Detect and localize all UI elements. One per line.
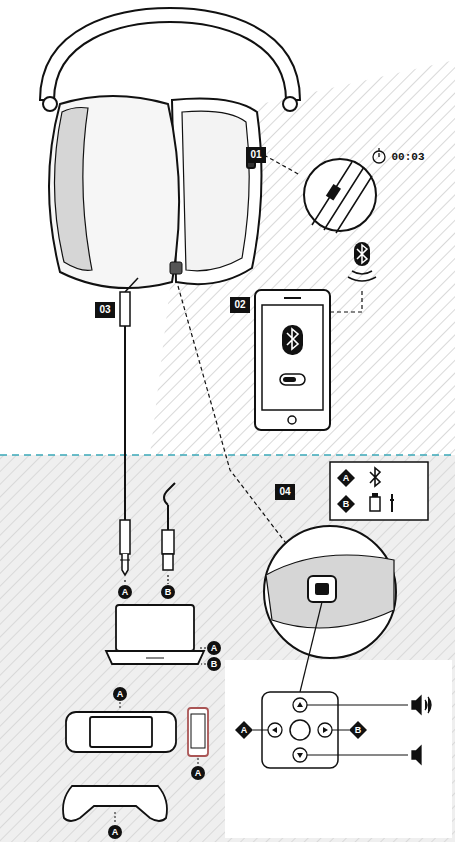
step-number: 01 xyxy=(250,150,261,160)
connector-marker-shape xyxy=(108,825,122,839)
phone-pairing xyxy=(255,290,330,430)
mode-marker: A xyxy=(241,726,248,735)
control-pad xyxy=(253,692,431,768)
usb-cable xyxy=(162,483,175,570)
mode-marker-shape xyxy=(337,495,355,513)
mode-legend-box xyxy=(330,462,428,520)
step-number: 02 xyxy=(234,300,245,310)
connector-marker-shape xyxy=(191,766,205,780)
control-panel xyxy=(225,660,452,838)
connector-marker: A xyxy=(195,769,202,778)
leader-line xyxy=(300,602,322,692)
switch-zoom xyxy=(304,159,376,233)
mode-marker-shape xyxy=(235,721,253,739)
hatch-ground xyxy=(150,60,455,455)
mode-marker-shape xyxy=(337,469,355,487)
step-number-shape xyxy=(230,297,250,313)
lower-hatch xyxy=(0,455,455,842)
leader-line xyxy=(264,155,300,175)
connector-marker-shape xyxy=(207,657,221,671)
leader-line xyxy=(330,290,362,312)
connector-marker: B xyxy=(211,660,218,669)
mode-marker-shape xyxy=(349,721,367,739)
lower-ground xyxy=(0,455,455,842)
connector-marker: A xyxy=(211,644,218,653)
mode-marker: A xyxy=(343,474,350,483)
button-zoom xyxy=(264,526,396,658)
connector-marker-shape xyxy=(113,687,127,701)
mode-marker: B xyxy=(355,726,362,735)
step-number: 04 xyxy=(279,487,290,497)
laptop xyxy=(106,605,206,664)
connector-marker: A xyxy=(117,690,124,699)
divider-line xyxy=(0,454,455,456)
step-number: 03 xyxy=(99,305,110,315)
step-number-shape xyxy=(275,484,295,500)
headphones xyxy=(40,8,300,288)
connector-marker: A xyxy=(122,588,129,597)
stopwatch-icon xyxy=(373,148,385,163)
timer-value: 00:03 xyxy=(391,152,424,163)
connector-marker-shape xyxy=(161,585,175,599)
smartphone xyxy=(188,708,208,764)
mode-marker: B xyxy=(343,500,350,509)
handheld-console xyxy=(66,702,176,752)
bluetooth-signal xyxy=(348,242,376,281)
connector-marker-shape xyxy=(118,585,132,599)
connector-marker: B xyxy=(165,588,172,597)
leader-line xyxy=(125,575,168,584)
connector-marker-shape xyxy=(207,641,221,655)
step-number-shape xyxy=(246,147,266,163)
audio-cable xyxy=(120,278,138,575)
connector-marker: A xyxy=(112,828,119,837)
step-number-shape xyxy=(95,302,115,318)
game-controller xyxy=(63,786,167,824)
